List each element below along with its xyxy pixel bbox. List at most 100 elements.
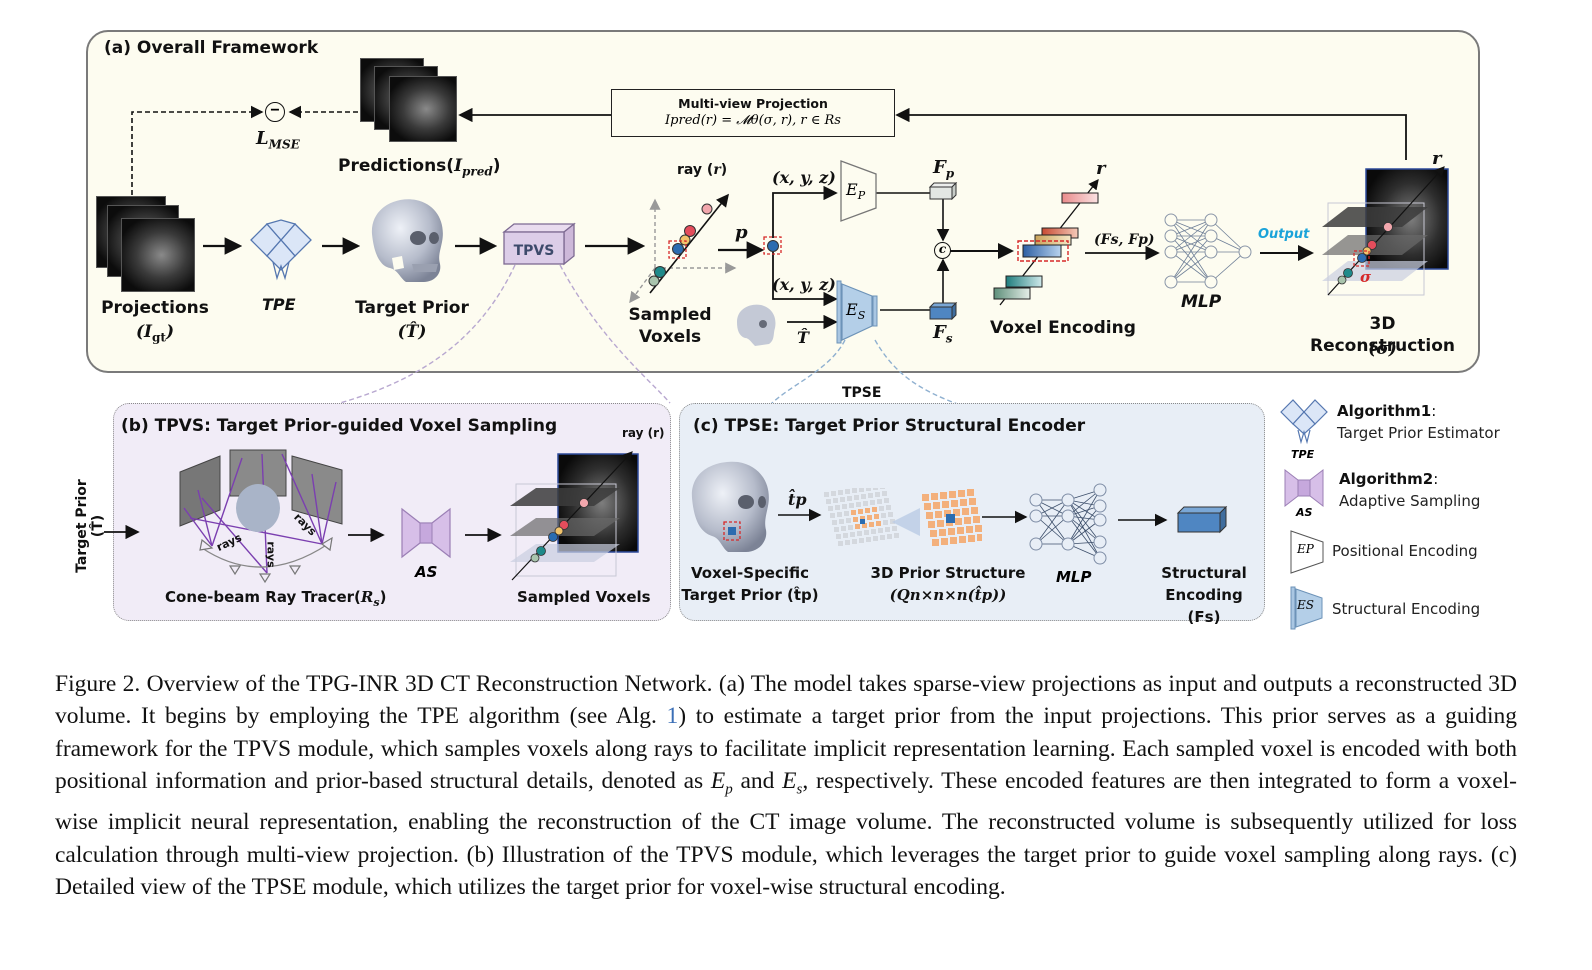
mlp-edge bbox=[1170, 235, 1212, 253]
caption-es: E bbox=[782, 768, 797, 795]
prior-voxel bbox=[964, 517, 971, 524]
caption-text-2: ) to estimate a target prior from the in… bbox=[55, 703, 1517, 795]
mlp-edge bbox=[1170, 219, 1212, 237]
multiview-formula: Ipred(r) = 𝓜θ(σ, r), r ∈ Rs bbox=[665, 113, 841, 128]
tpse-connector-label: TPSE bbox=[842, 385, 882, 401]
structural-encoder-es-icon bbox=[836, 280, 878, 344]
target-prior-var: (T̂) bbox=[397, 322, 427, 342]
fs-label: Fs bbox=[933, 322, 953, 346]
caption-and: and bbox=[732, 768, 783, 795]
cone-beam-label: Cone-beam Ray Tracer(Rs) bbox=[165, 588, 387, 609]
voxel-specific-label: Voxel-Specific Target Prior (t̂p) bbox=[680, 562, 820, 606]
prior-voxel bbox=[977, 534, 982, 541]
figure-caption: Figure 2. Overview of the TPG-INR 3D CT … bbox=[55, 668, 1517, 904]
grid-voxel bbox=[859, 538, 864, 543]
mlp-node bbox=[1029, 537, 1043, 551]
es-label: ES bbox=[846, 300, 866, 323]
prior-voxel bbox=[935, 511, 942, 518]
grid-voxel bbox=[837, 512, 842, 517]
panel-overall-framework bbox=[86, 30, 1480, 373]
panel-c-title: (c) TPSE: Target Prior Structural Encode… bbox=[693, 416, 1086, 436]
grid-voxel bbox=[858, 509, 863, 514]
mlp-edge bbox=[1067, 505, 1101, 545]
grid-voxel bbox=[840, 497, 845, 502]
grid-voxel bbox=[836, 534, 841, 539]
prior-voxel bbox=[924, 503, 931, 510]
mlp-node bbox=[1164, 245, 1178, 259]
structural-line1: Structural bbox=[1161, 564, 1247, 582]
tpe-label: TPE bbox=[262, 295, 296, 314]
grid-voxel bbox=[848, 525, 853, 530]
xyz-label-top: (x, y, z) bbox=[772, 168, 836, 187]
grid-voxel bbox=[853, 517, 858, 522]
mlp-edge bbox=[1067, 515, 1101, 543]
grid-voxel bbox=[880, 535, 885, 540]
grid-voxel bbox=[890, 519, 895, 524]
fs-fp-label: (Fs, Fp) bbox=[1094, 232, 1155, 248]
tpvs-module-box[interactable] bbox=[502, 222, 578, 268]
r-label-encoding: r bbox=[1096, 158, 1106, 179]
grid-voxel bbox=[856, 502, 861, 507]
grid-voxel bbox=[835, 505, 840, 510]
legend-algorithm2-title: Algorithm2: bbox=[1339, 470, 1439, 488]
mlp-edge bbox=[1170, 219, 1212, 283]
grid-voxel bbox=[844, 511, 849, 516]
prior-voxel bbox=[958, 490, 965, 497]
legend-algorithm2-desc: Adaptive Sampling bbox=[1339, 492, 1481, 510]
grid-voxel bbox=[872, 507, 877, 512]
skull-target-prior-image bbox=[371, 199, 443, 282]
grid-voxel bbox=[842, 504, 847, 509]
grid-voxel bbox=[873, 488, 878, 490]
tp-arrow-label: t̂p bbox=[788, 490, 807, 509]
grid-voxel bbox=[838, 490, 843, 495]
grid-voxel bbox=[834, 527, 839, 532]
legend-ep-icon bbox=[1290, 530, 1324, 574]
prior-voxel bbox=[944, 510, 951, 517]
mlp-edge bbox=[1067, 489, 1101, 517]
panel-b-title: (b) TPVS: Target Prior-guided Voxel Samp… bbox=[121, 416, 558, 436]
legend-es-caption: ES bbox=[1297, 598, 1314, 612]
xyz-label-bottom: (x, y, z) bbox=[772, 275, 836, 294]
panel-c-arrows bbox=[778, 508, 1168, 527]
grid-voxel bbox=[868, 493, 873, 498]
mlp-edge bbox=[1170, 235, 1212, 283]
structural-encoding-block bbox=[1176, 506, 1228, 534]
grid-voxel bbox=[849, 503, 854, 508]
prior-voxel bbox=[960, 499, 967, 506]
prior-voxel bbox=[931, 493, 938, 500]
sampled-voxels-volume-image bbox=[510, 451, 639, 581]
mlp-label-c: MLP bbox=[1056, 568, 1092, 586]
prior-voxel bbox=[928, 521, 935, 528]
structural-encoding-label: Structural Encoding (Fs) bbox=[1148, 562, 1260, 628]
adaptive-sampling-as-icon bbox=[401, 507, 451, 559]
grid-voxel bbox=[863, 501, 868, 506]
grid-voxel bbox=[892, 526, 897, 531]
prior-voxel bbox=[967, 489, 974, 496]
predictions-label: Predictions(Ipred) bbox=[338, 156, 501, 179]
mlp-node bbox=[1061, 493, 1075, 507]
mlp-node bbox=[1204, 213, 1218, 227]
target-prior-label: Target Prior bbox=[355, 298, 469, 318]
mlp-node bbox=[1061, 509, 1075, 523]
mlp-node bbox=[1093, 513, 1107, 527]
grid-voxel bbox=[845, 540, 850, 545]
mlp-edge bbox=[1067, 489, 1101, 545]
prior-structure-grid-image bbox=[824, 488, 982, 546]
grid-voxel bbox=[859, 488, 864, 492]
grid-voxel bbox=[846, 518, 851, 523]
algorithm-1-link[interactable]: 1 bbox=[666, 703, 679, 730]
grid-voxel bbox=[852, 488, 857, 493]
legend-structural-desc: Structural Encoding bbox=[1332, 600, 1481, 618]
grid-voxel bbox=[845, 489, 850, 494]
prior-voxel bbox=[932, 539, 939, 546]
grid-voxel bbox=[838, 541, 843, 546]
minus-operator-icon: − bbox=[265, 102, 285, 122]
grid-voxel bbox=[879, 506, 884, 511]
mlp-edge bbox=[1067, 515, 1101, 559]
multiview-title: Multi-view Projection bbox=[678, 96, 828, 111]
mlp-edge bbox=[1035, 499, 1069, 545]
grid-voxel bbox=[826, 499, 831, 504]
mlp-edge bbox=[1210, 219, 1246, 253]
grid-voxel bbox=[883, 520, 888, 525]
selected-voxel-point bbox=[763, 236, 782, 255]
